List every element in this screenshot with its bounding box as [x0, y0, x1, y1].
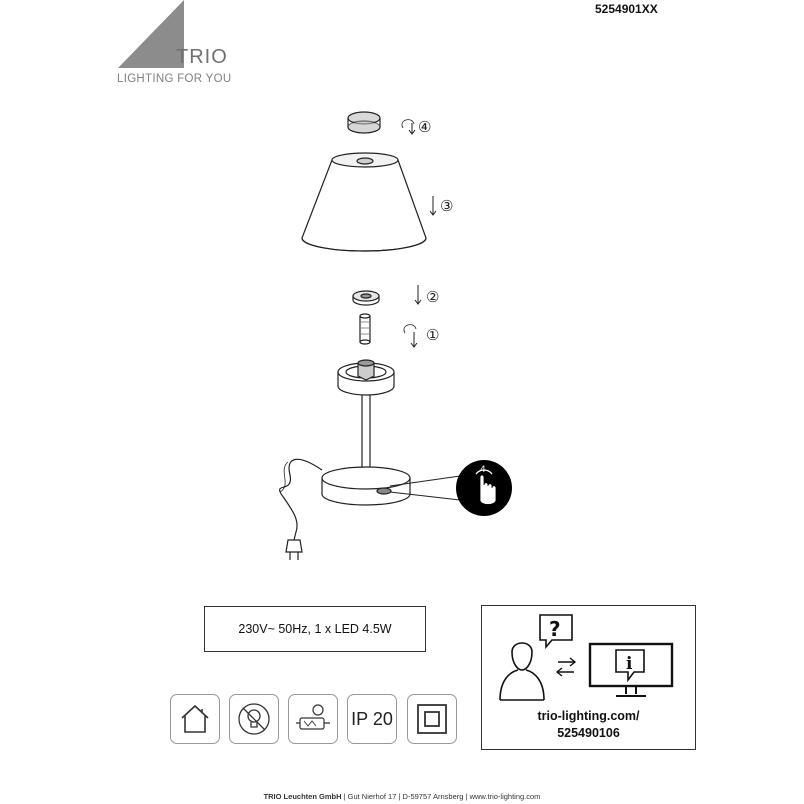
ip20-rating: IP 20: [347, 694, 397, 744]
info-monitor-icon: i: [588, 642, 674, 697]
svg-text:?: ?: [549, 617, 561, 641]
assembly-illustration: ④ ③ ② ① 4: [278, 111, 512, 560]
power-plug: [285, 539, 303, 560]
threaded-rod-part: [359, 313, 371, 345]
arrow-step-2: [414, 285, 422, 305]
info-graphic: ? i: [499, 614, 674, 701]
brand-tagline: LIGHTING FOR YOU: [117, 73, 232, 85]
step-label-4: ④: [418, 118, 431, 136]
info-url[interactable]: trio-lighting.com/: [537, 709, 640, 723]
footer-company: TRIO Leuchten GmbH: [263, 792, 342, 801]
step-label-3: ③: [440, 197, 453, 215]
specification-text: 230V~ 50Hz, 1 x LED 4.5W: [238, 622, 392, 636]
power-cable: [278, 458, 323, 541]
footer-website[interactable]: www.trio-lighting.com: [469, 792, 541, 801]
specification-box: 230V~ 50Hz, 1 x LED 4.5W: [204, 606, 426, 652]
touch-count: 4: [480, 465, 486, 475]
question-icon: ?: [539, 614, 573, 650]
info-code: 525490106: [557, 726, 620, 740]
info-box: [481, 605, 696, 750]
footer: TRIO Leuchten GmbH | Gut Nierhof 17 | D-…: [0, 792, 804, 801]
person-icon: [499, 642, 545, 701]
no-bulb-replacement-icon: [229, 694, 279, 744]
protection-class-ii-icon: [407, 694, 457, 744]
washer-part: [352, 290, 380, 306]
arrow-step-4: [408, 123, 416, 135]
lamp-stem: [361, 395, 371, 480]
brand-name: TRIO: [176, 46, 228, 68]
footer-address: Gut Nierhof 17: [347, 792, 397, 801]
arrow-step-3: [429, 196, 437, 216]
touch-dimmer-icon: 4: [456, 460, 512, 516]
ip-rating-text: IP 20: [351, 708, 393, 729]
step-label-2: ②: [426, 288, 439, 306]
footer-separator: |: [465, 792, 468, 801]
footer-separator: |: [343, 792, 346, 801]
footer-city: D-59757 Arnsberg: [402, 792, 464, 801]
svg-text:i: i: [626, 654, 633, 674]
lamp-head-part: [337, 359, 395, 396]
trio-logo-triangle: [118, 0, 184, 68]
swap-arrows-icon: [555, 657, 577, 677]
lamp-shade-part: [301, 152, 427, 252]
lamp-base-part: [321, 466, 461, 506]
indoor-use-icon: [170, 694, 220, 744]
article-number: 5254901XX: [595, 2, 658, 16]
led-driver-icon: [288, 694, 338, 744]
footer-separator: |: [398, 792, 401, 801]
cap-nut-part: [347, 111, 381, 134]
step-label-1: ①: [426, 326, 439, 344]
arrow-step-1: [410, 332, 418, 348]
